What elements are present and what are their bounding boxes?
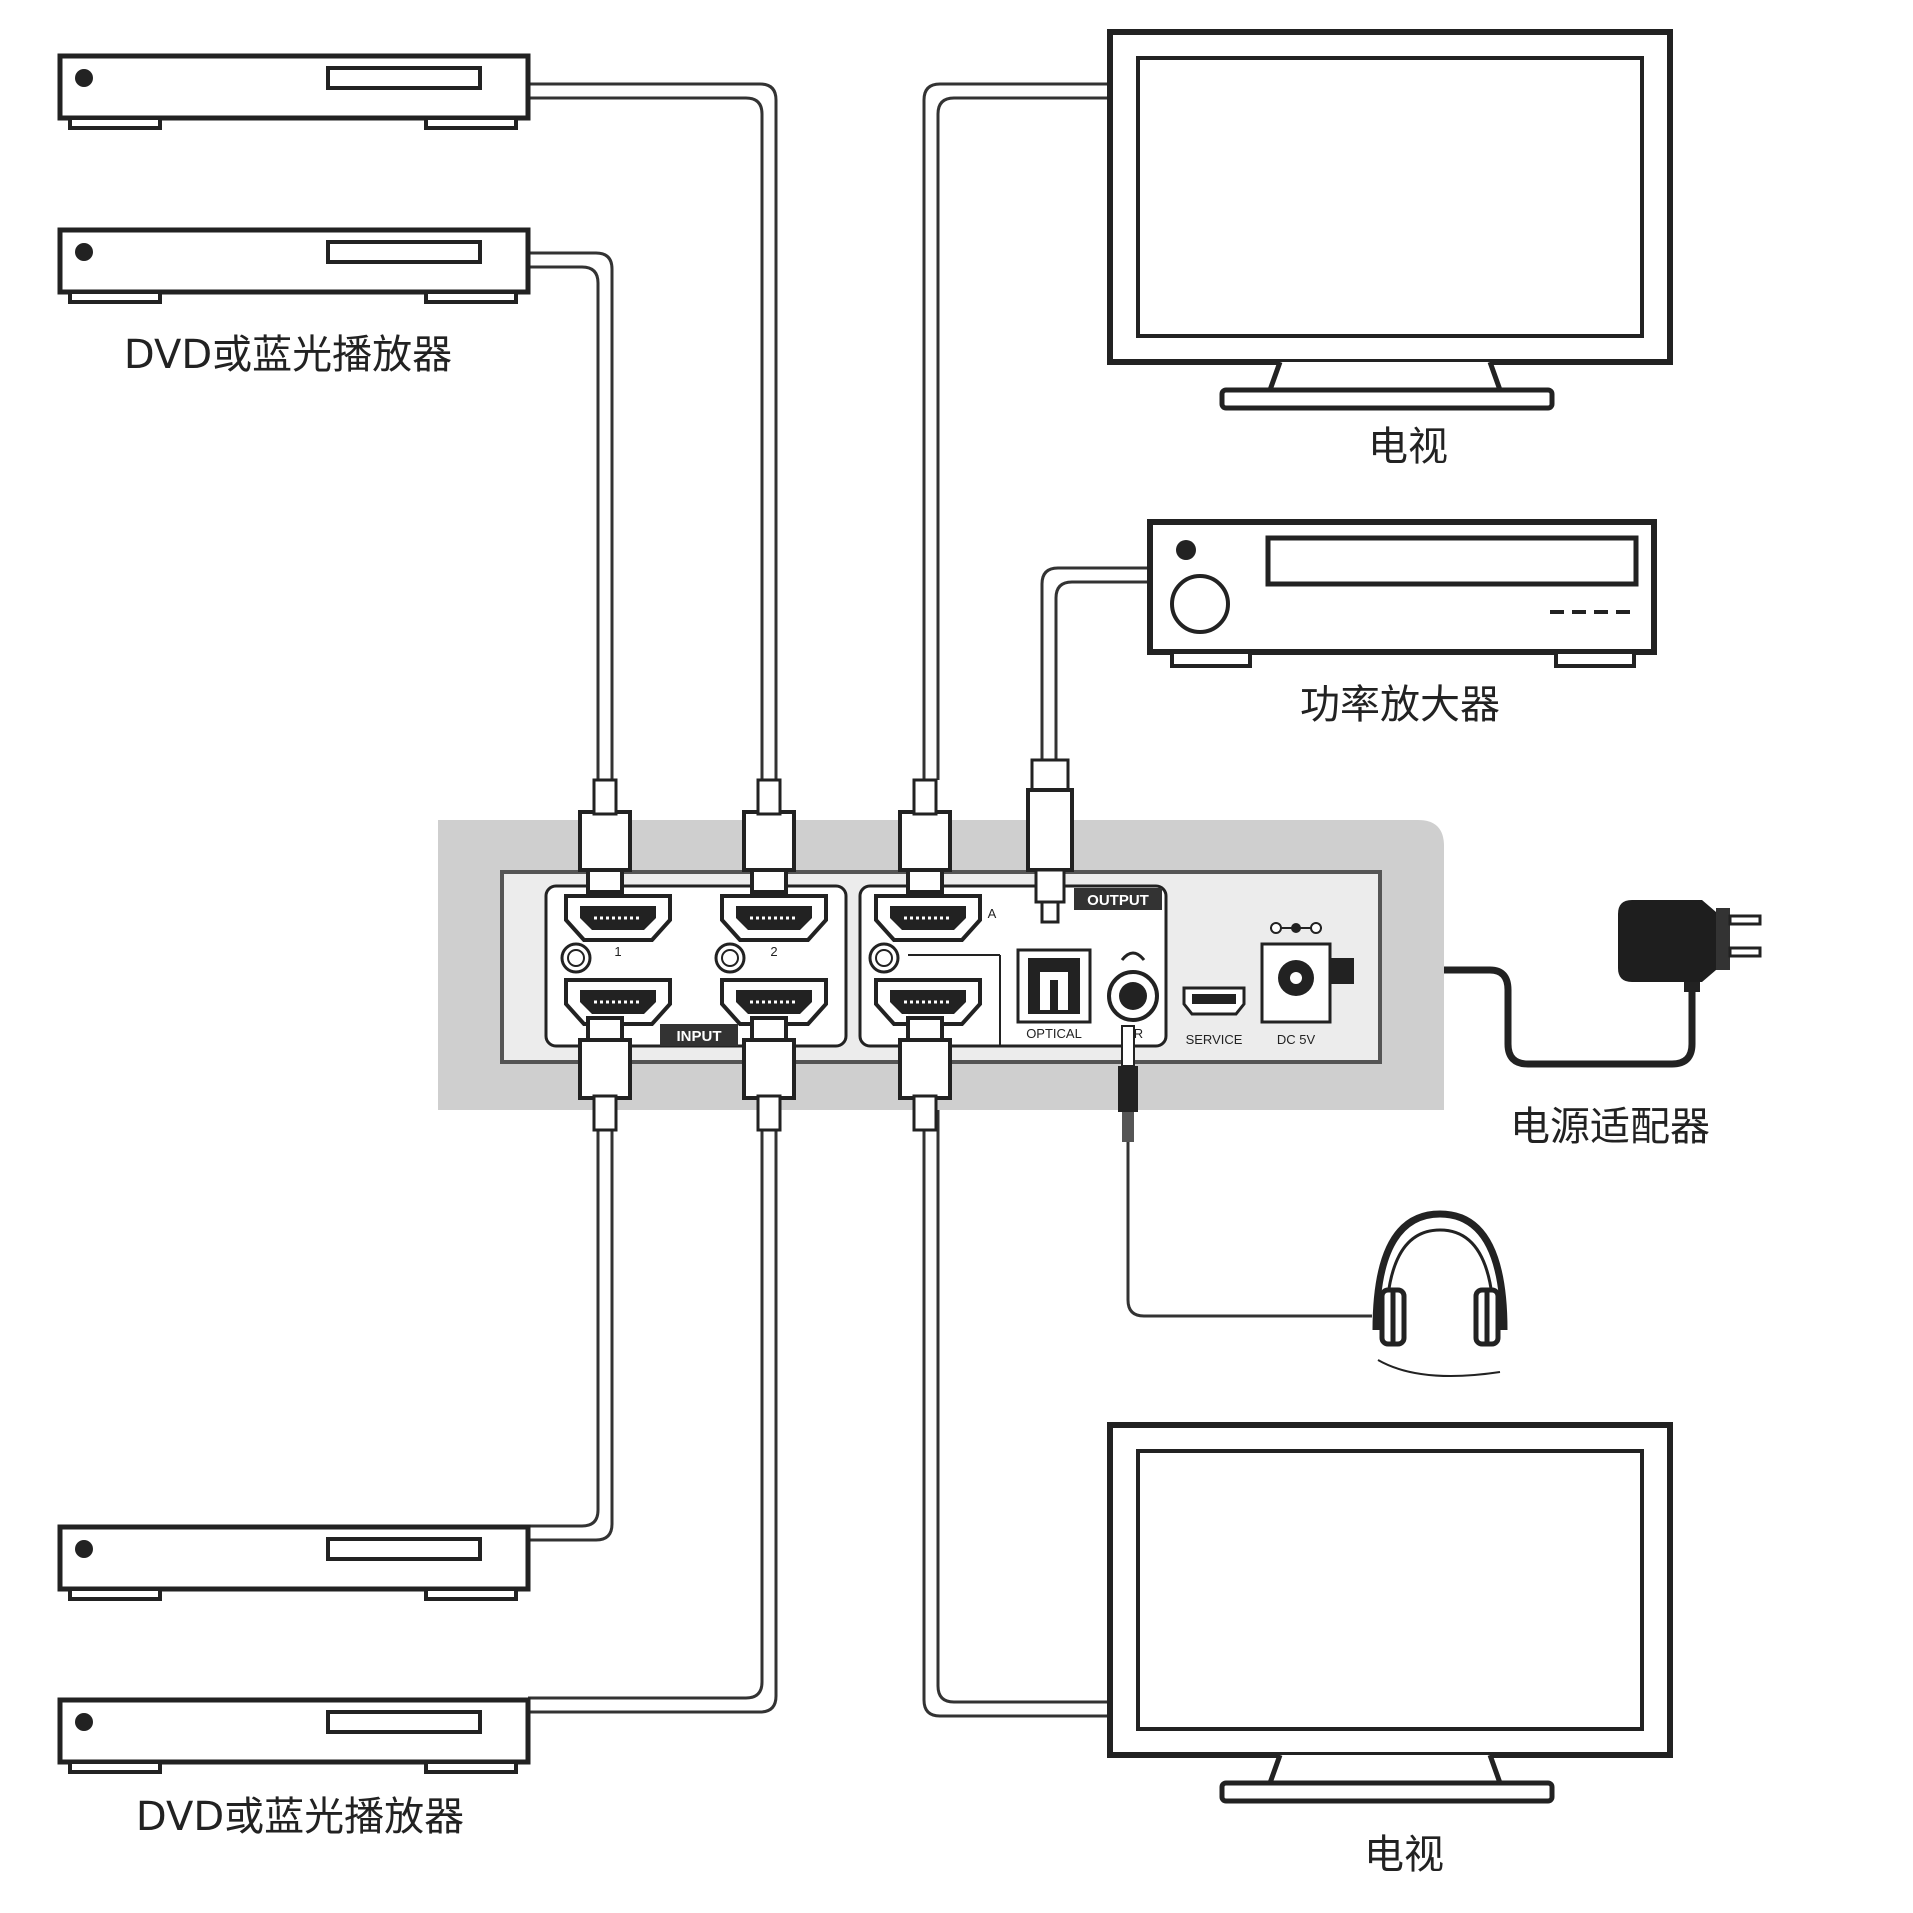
hdmi-plugs (578, 778, 952, 1132)
power-adapter-label: 电源适配器 (1510, 1104, 1710, 1150)
optical-plug (1026, 758, 1074, 924)
headphones-icon (1372, 1210, 1508, 1377)
port-a-label: A (988, 906, 997, 921)
headphone-plug (1118, 1025, 1138, 1142)
screw-icon (714, 942, 746, 974)
dvd-player-icon (60, 56, 528, 128)
screw-icon (560, 942, 592, 974)
cables (528, 82, 1372, 1718)
power-cable (1340, 966, 1696, 1068)
amplifier-icon (1147, 519, 1657, 668)
dvd-player-icon (60, 230, 528, 302)
optical-label: OPTICAL (1026, 1026, 1082, 1041)
service-port-icon[interactable] (1182, 986, 1246, 1016)
hdmi-port-icon[interactable] (874, 894, 982, 942)
dc-label: DC 5V (1277, 1032, 1316, 1047)
hdmi-port-icon[interactable] (564, 894, 672, 942)
dvd-player-icon (60, 1700, 528, 1772)
audio-jack-icon[interactable] (1107, 951, 1159, 1022)
dvd-top-label: DVD或蓝光播放器 (124, 332, 452, 378)
hdmi-port-icon[interactable] (720, 894, 828, 942)
tv-icon (1110, 1425, 1670, 1801)
output-tag: OUTPUT (1087, 892, 1149, 909)
tv-bottom-label: 电视 (1364, 1832, 1444, 1878)
power-adapter-icon (1618, 900, 1762, 992)
service-label: SERVICE (1186, 1032, 1243, 1047)
dvd-player-icon (60, 1527, 528, 1599)
tv-top-label: 电视 (1368, 424, 1448, 470)
matrix-switch-panel: INPUT OUTPUT 1 2 A OPTICAL L/R SERVICE D… (438, 820, 1444, 1110)
dvd-bottom-label: DVD或蓝光播放器 (136, 1794, 464, 1840)
optical-port-icon[interactable] (1016, 948, 1092, 1024)
dc-jack-icon[interactable] (1260, 922, 1332, 1024)
input-tag: INPUT (677, 1028, 722, 1045)
tv-icon (1110, 32, 1670, 408)
port-1-label: 1 (614, 944, 621, 959)
amplifier-label: 功率放大器 (1300, 682, 1500, 728)
port-2-label: 2 (770, 944, 777, 959)
screw-icon (868, 942, 900, 974)
